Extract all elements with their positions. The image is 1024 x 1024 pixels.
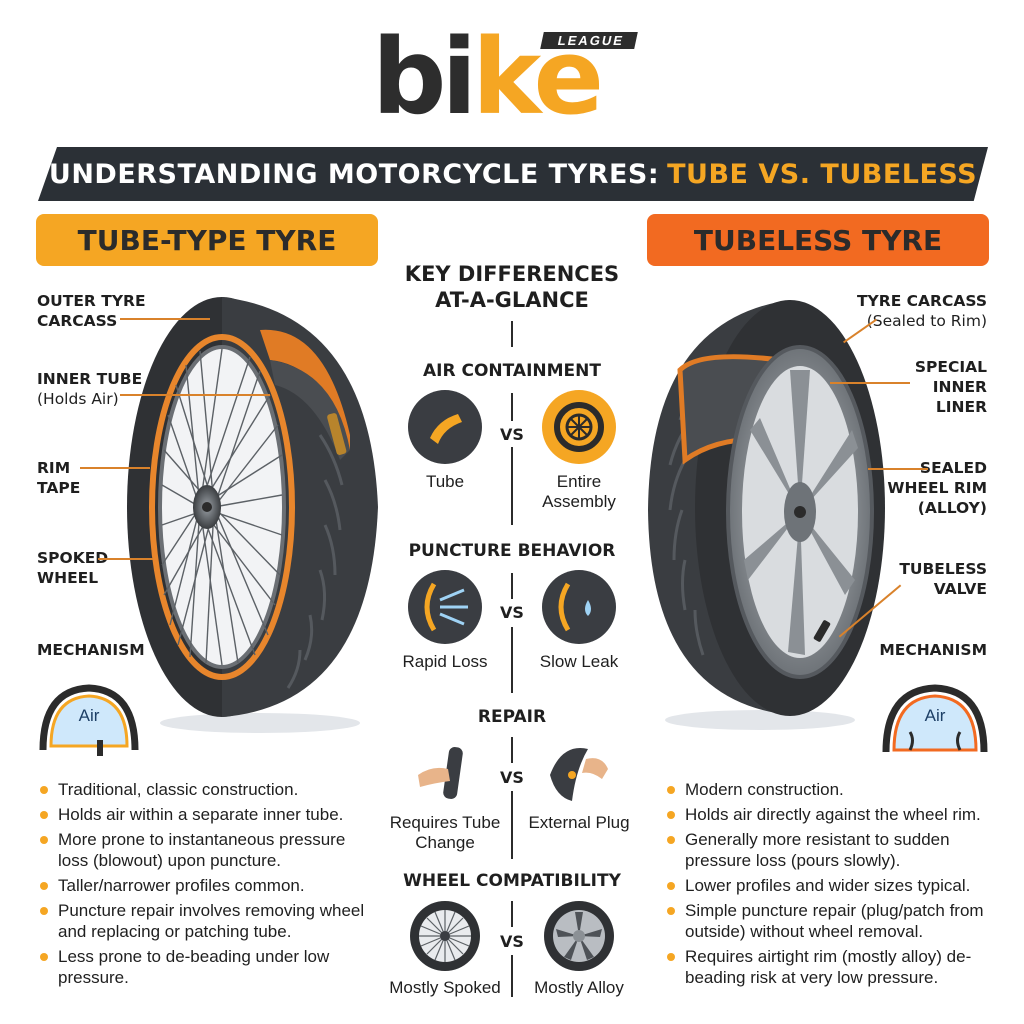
list-item: More prone to instantaneous pressure los… — [36, 829, 376, 871]
list-item: Less prone to de-beading under low press… — [36, 946, 376, 988]
vs-label: VS — [500, 425, 524, 444]
divider-line — [511, 321, 513, 347]
title-banner: UNDERSTANDING MOTORCYCLE TYRES: TUBE VS.… — [38, 147, 988, 201]
leader-line — [830, 382, 910, 384]
label-mechanism-right: MECHANISM — [879, 641, 987, 659]
logo-tag: LEAGUE — [540, 32, 638, 49]
label-spoked-wheel: SPOKED WHEEL — [37, 549, 109, 587]
spoked-wheel-icon — [408, 899, 482, 973]
tube-change-icon — [408, 735, 482, 809]
list-item: Lower profiles and wider sizes typical. — [663, 875, 1008, 896]
air-label-left: Air — [78, 706, 100, 725]
section-heading: REPAIR — [477, 707, 547, 727]
caption-external-plug: External Plug — [528, 813, 630, 832]
label-sealed-wheel-rim: SEALED WHEEL RIM (ALLOY) — [887, 459, 987, 517]
leader-line — [868, 468, 928, 470]
label-special-inner-liner: SPECIAL INNER LINER — [914, 358, 987, 416]
banner-title-highlight: TUBE VS. TUBELESS — [667, 158, 978, 190]
tubeless-bullet-list: Modern construction. Holds air directly … — [663, 779, 1008, 992]
alloy-wheel-icon — [542, 899, 616, 973]
tube-type-header: TUBE-TYPE TYRE — [36, 214, 378, 266]
tubeless-mechanism-icon — [882, 684, 988, 753]
label-inner-tube-sub: (Holds Air) — [37, 390, 119, 408]
divider-line — [511, 901, 513, 927]
tube-type-tyre-illustration — [127, 297, 378, 733]
divider-line — [511, 573, 513, 599]
label-tyre-carcass-sub: (Sealed to Rim) — [866, 312, 987, 330]
caption-mostly-spoked: Mostly Spoked — [389, 978, 501, 997]
label-tyre-carcass: TYRE CARCASS (Sealed to Rim) — [820, 291, 987, 331]
caption-mostly-alloy: Mostly Alloy — [534, 978, 624, 997]
section-heading: WHEEL COMPATIBILITY — [403, 871, 621, 891]
tube-mechanism-diagram: Air — [37, 680, 141, 760]
tubeless-tyre-illustration — [648, 300, 885, 730]
vs-label: VS — [500, 603, 524, 622]
list-item: Taller/narrower profiles common. — [36, 875, 376, 896]
list-item: Holds air within a separate inner tube. — [36, 804, 376, 825]
banner-title-main: UNDERSTANDING MOTORCYCLE TYRES: — [48, 158, 660, 190]
label-inner-tube: INNER TUBE (Holds Air) — [37, 369, 157, 409]
tube-mechanism-icon — [39, 684, 139, 756]
tube-type-bullet-list: Traditional, classic construction. Holds… — [36, 779, 376, 992]
leader-line — [120, 394, 270, 396]
list-item: Puncture repair involves removing wheel … — [36, 900, 376, 942]
leader-line — [98, 558, 153, 560]
caption-rapid-loss: Rapid Loss — [402, 652, 488, 671]
divider-line — [511, 627, 513, 693]
vs-label: VS — [500, 932, 524, 951]
section-heading: AIR CONTAINMENT — [423, 361, 601, 381]
caption-entire-assembly: Entire Assembly — [542, 472, 616, 511]
key-differences-title: KEY DIFFERENCES AT-A-GLANCE — [404, 262, 620, 312]
caption-slow-leak: Slow Leak — [539, 652, 619, 671]
caption-requires-tube-change: Requires Tube Change — [389, 813, 501, 852]
leader-line — [120, 318, 210, 320]
label-tubeless-valve: TUBELESS VALVE — [899, 560, 987, 598]
key-differences-column: KEY DIFFERENCES AT-A-GLANCE AIR CONTAINM… — [389, 255, 634, 1015]
list-item: Modern construction. — [663, 779, 1008, 800]
tubeless-header: TUBELESS TYRE — [647, 214, 989, 266]
rapid-loss-icon — [408, 570, 482, 644]
leader-line — [80, 467, 150, 469]
list-item: Holds air directly against the wheel rim… — [663, 804, 1008, 825]
list-item: Generally more resistant to sudden press… — [663, 829, 1008, 871]
divider-line — [511, 447, 513, 525]
divider-line — [511, 393, 513, 421]
external-plug-icon — [542, 735, 616, 809]
label-outer-tyre-carcass: OUTER TYRE CARCASS — [37, 292, 146, 330]
tube-icon — [408, 390, 482, 464]
label-rim-tape: RIM TAPE — [37, 459, 81, 497]
air-label-right: Air — [924, 706, 946, 725]
section-heading: PUNCTURE BEHAVIOR — [408, 541, 616, 561]
divider-line — [511, 955, 513, 997]
slow-leak-icon — [542, 570, 616, 644]
label-mechanism-left: MECHANISM — [37, 641, 145, 659]
divider-line — [511, 791, 513, 859]
list-item: Requires airtight rim (mostly alloy) de-… — [663, 946, 1008, 988]
logo-word-dark: bi — [372, 16, 477, 138]
divider-line — [511, 737, 513, 763]
tubeless-mechanism-diagram: Air — [880, 680, 990, 762]
assembly-icon — [542, 390, 616, 464]
bike-league-logo: bike LEAGUE — [330, 20, 690, 135]
list-item: Simple puncture repair (plug/patch from … — [663, 900, 1008, 942]
caption-tube: Tube — [425, 472, 465, 491]
vs-label: VS — [500, 768, 524, 787]
list-item: Traditional, classic construction. — [36, 779, 376, 800]
